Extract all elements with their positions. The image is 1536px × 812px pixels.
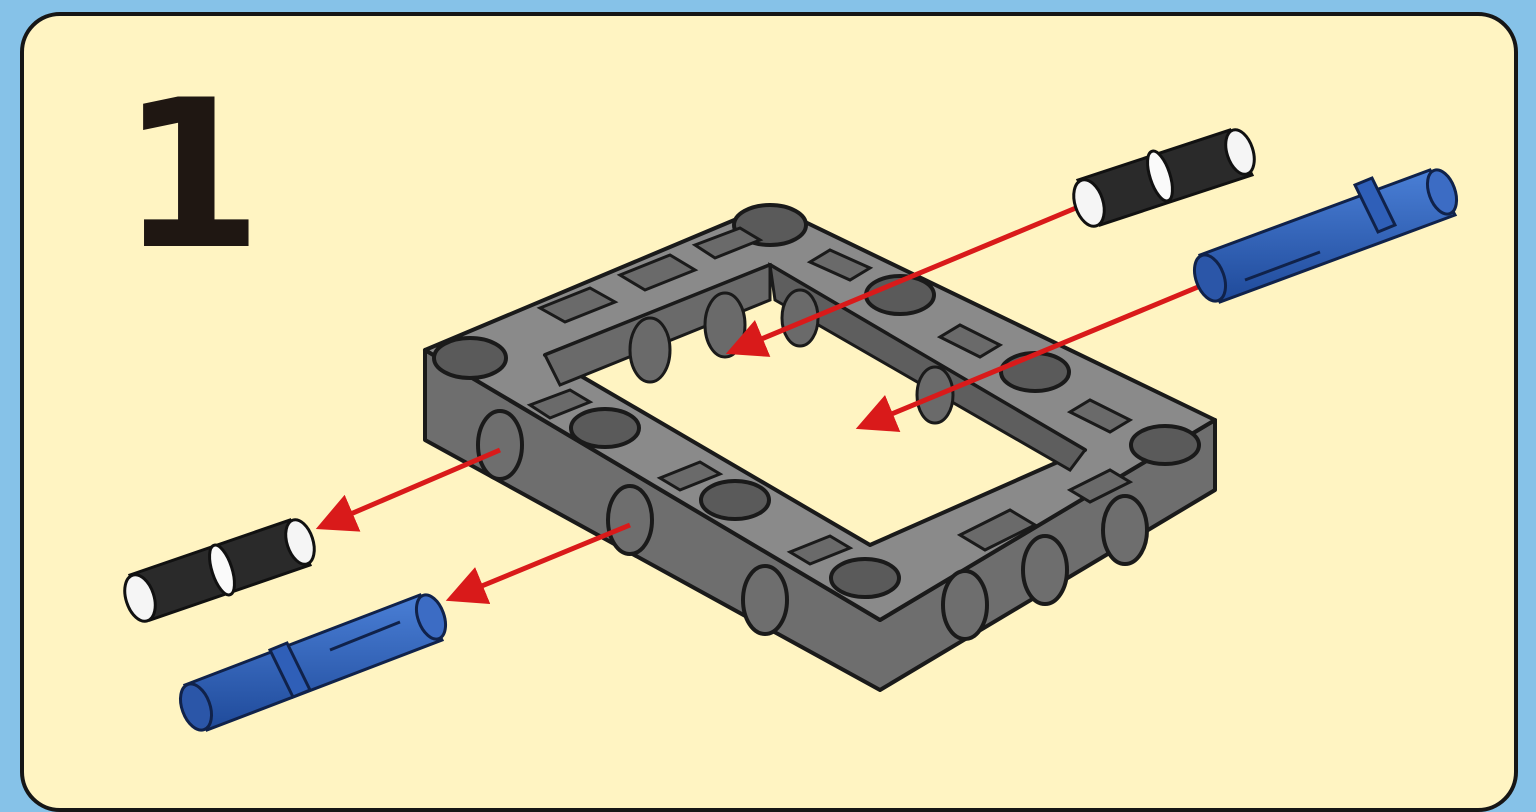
arrow-black-pin-top — [725, 197, 1096, 357]
blue-pin-left — [178, 593, 448, 732]
side-hole — [606, 484, 654, 556]
blue-pin-top — [1192, 168, 1459, 304]
assembly-illustration — [123, 128, 1459, 732]
side-hole — [476, 409, 524, 481]
black-pin-left — [123, 518, 316, 623]
side-hole — [941, 569, 989, 641]
side-hole — [1021, 534, 1069, 606]
black-pin-top — [1072, 128, 1256, 228]
arrow-blue-pin-top — [855, 279, 1211, 432]
step-number: 1 — [120, 57, 263, 295]
frame-hole — [999, 351, 1071, 393]
frame-hole — [1129, 424, 1201, 466]
frame-holes — [432, 203, 1201, 599]
frame-side-holes — [476, 409, 1149, 641]
frame-hole — [699, 479, 771, 521]
arrow-blue-pin-left — [445, 522, 631, 605]
frame-cross-recesses — [526, 226, 1134, 566]
side-hole — [1101, 494, 1149, 566]
arrow-black-pin-left — [315, 447, 501, 532]
frame-hole — [569, 407, 641, 449]
side-hole — [741, 564, 789, 636]
frame-hole — [829, 557, 901, 599]
liftarm-frame — [423, 203, 1217, 692]
frame-hole — [432, 336, 508, 380]
insertion-arrows — [315, 197, 1211, 605]
